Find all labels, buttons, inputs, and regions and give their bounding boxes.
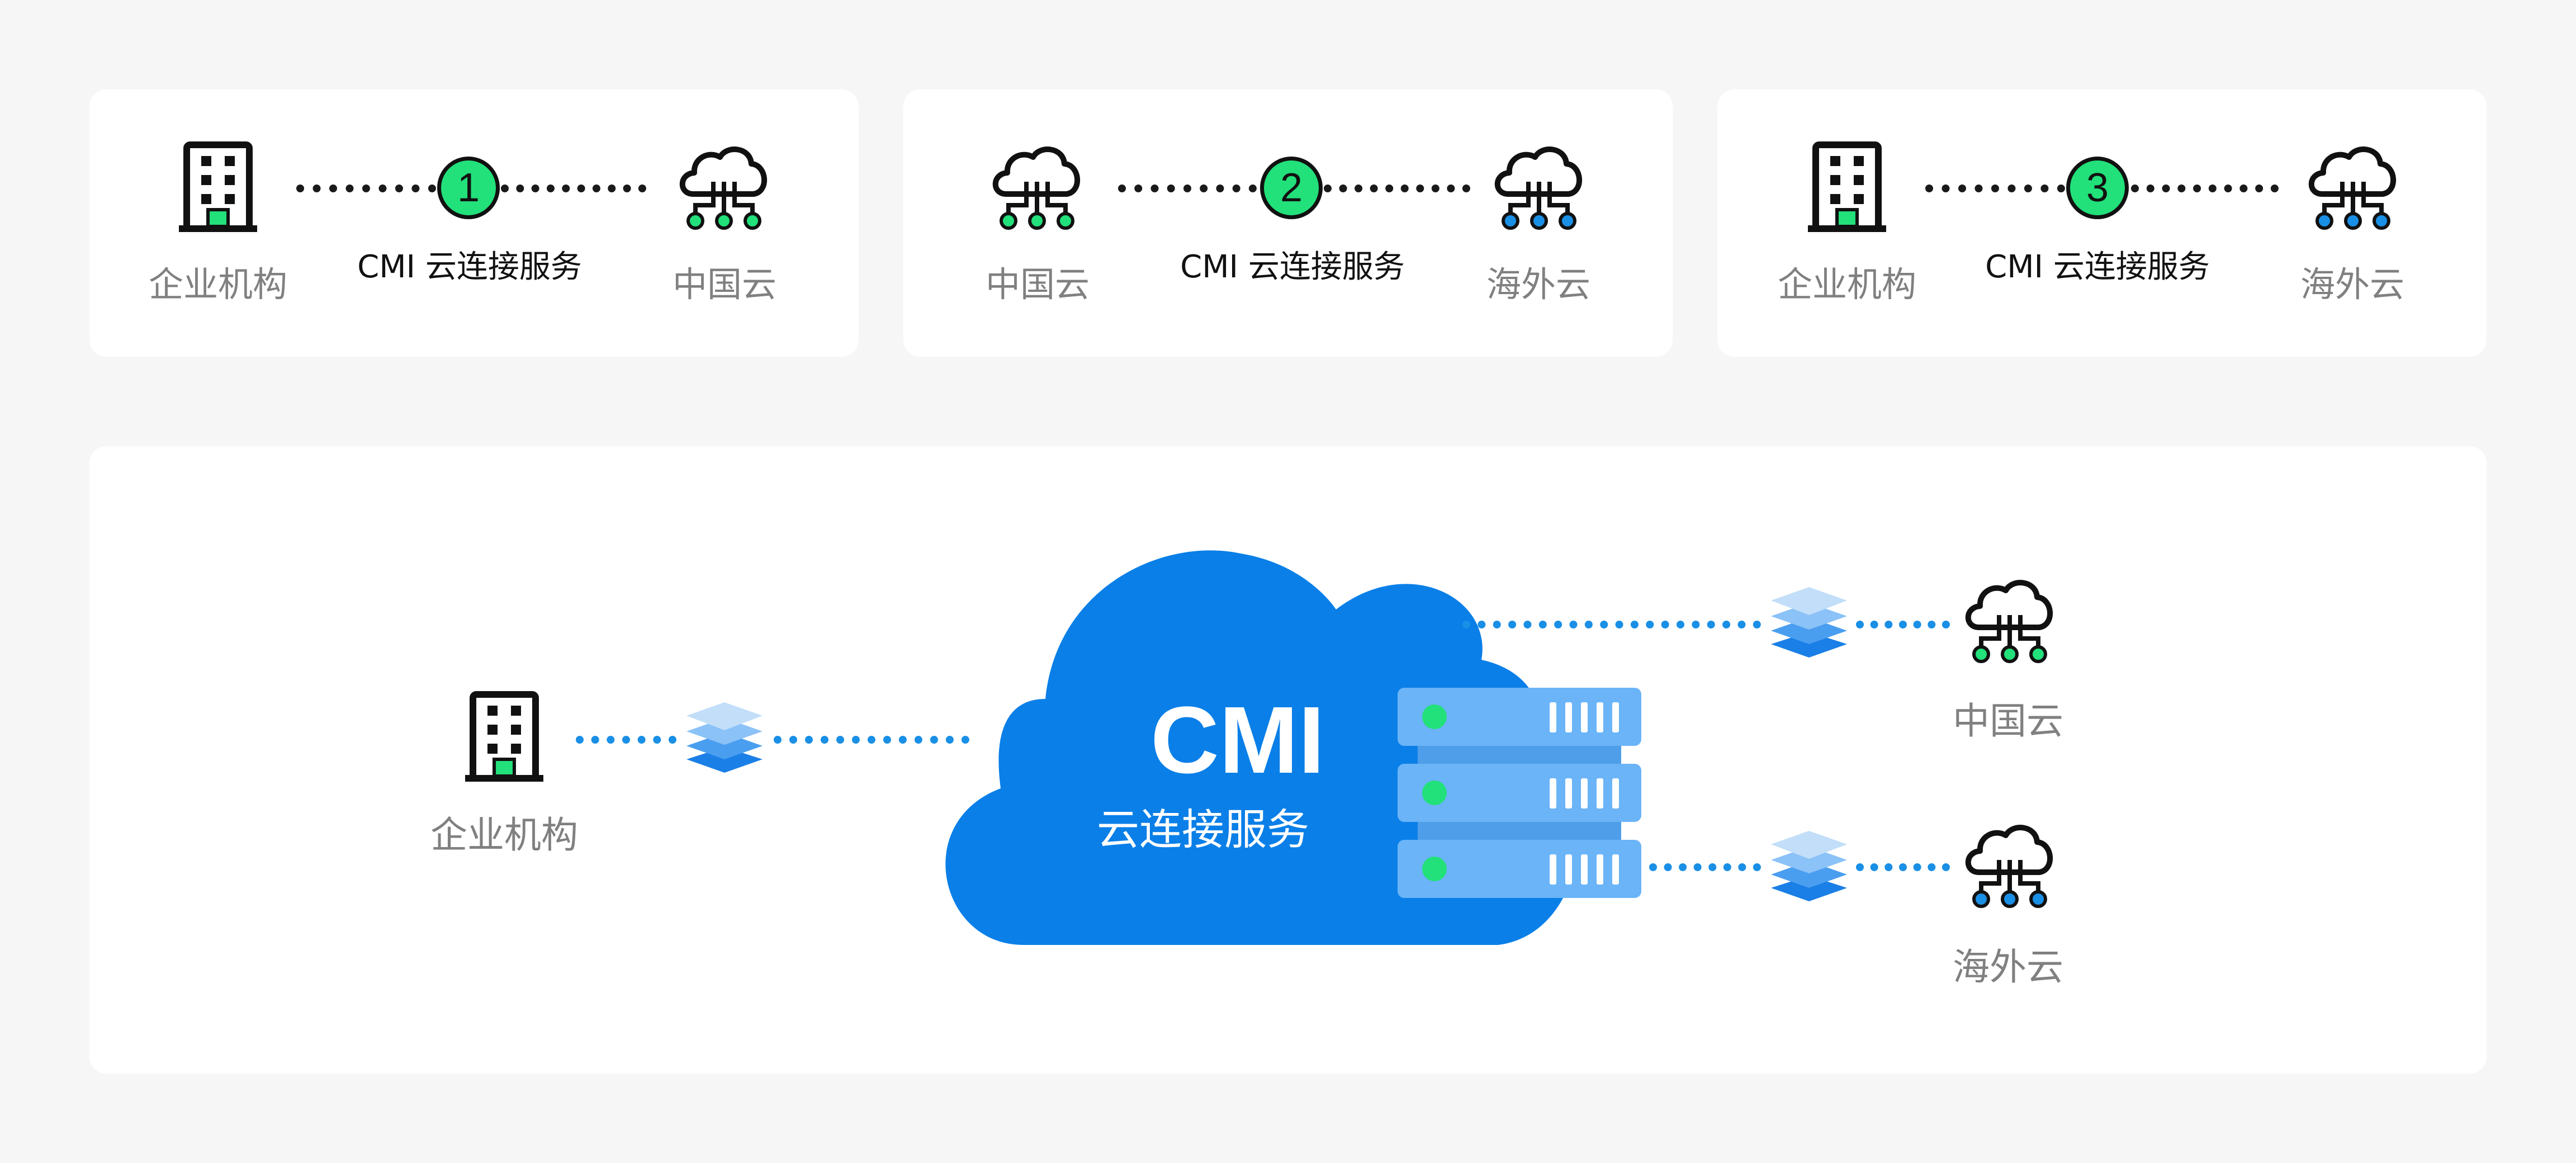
layers-icon [1771, 831, 1847, 901]
panel2-right-label: 海外云 [1486, 264, 1591, 305]
cmi-subtitle: 云连接服务 [1097, 805, 1309, 854]
step-badge-2: 2 [1260, 157, 1323, 219]
cloud-network-icon [1965, 580, 2053, 663]
cloud-network-icon [1494, 146, 1583, 230]
panel1-dotted-link-left [296, 185, 436, 192]
cloud-network-icon [1965, 825, 2053, 908]
building-icon [465, 691, 543, 782]
china-cloud-link-right [1856, 621, 1950, 628]
panel3-dotted-link-right [2131, 185, 2279, 192]
enterprise-label: 企业机构 [430, 814, 578, 857]
cloud-network-icon [992, 146, 1081, 230]
step-badge-3: 3 [2066, 157, 2129, 219]
panel2-service-label: CMI 云连接服务 [1180, 249, 1405, 285]
panel3-service-label: CMI 云连接服务 [1985, 249, 2210, 285]
enterprise-link-right [774, 736, 969, 744]
building-icon [179, 141, 257, 232]
cloud-network-icon [2308, 146, 2397, 230]
cloud-network-icon [679, 146, 768, 230]
layers-icon [686, 702, 763, 773]
building-icon [1808, 141, 1886, 232]
step-badge-1: 1 [437, 157, 500, 219]
panel1-service-label: CMI 云连接服务 [357, 249, 582, 285]
enterprise-link-left [576, 736, 676, 744]
panel3-left-label: 企业机构 [1777, 264, 1917, 305]
panel1-left-label: 企业机构 [148, 264, 288, 305]
overseas-cloud-label: 海外云 [1953, 945, 2063, 989]
layers-icon [1771, 587, 1847, 658]
cmi-title: CMI [1150, 687, 1325, 793]
panel2-left-label: 中国云 [985, 264, 1090, 305]
overseas-cloud-link-left [1649, 863, 1761, 871]
china-cloud-label: 中国云 [1953, 699, 2063, 743]
panel2-dotted-link-right [1324, 185, 1470, 192]
panel1-dotted-link-right [501, 185, 646, 192]
panel1-right-label: 中国云 [672, 264, 777, 305]
server-stack-icon [1398, 688, 1641, 898]
panel3-dotted-link-left [1925, 185, 2065, 192]
panel3-right-label: 海外云 [2300, 264, 2405, 305]
china-cloud-link-left [1462, 621, 1761, 628]
panel2-dotted-link-left [1118, 185, 1257, 192]
overseas-cloud-link-right [1856, 863, 1950, 871]
